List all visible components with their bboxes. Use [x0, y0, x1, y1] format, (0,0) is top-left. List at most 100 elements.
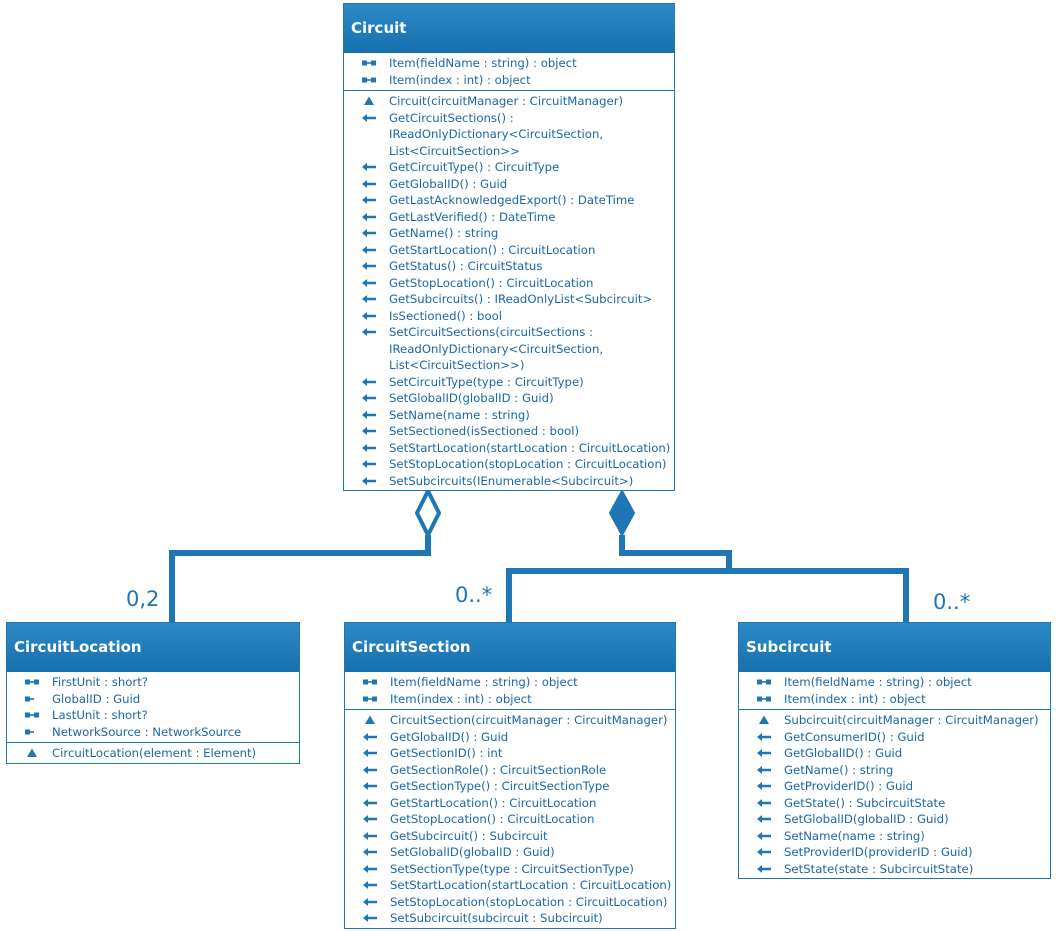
member-property: Item(index : int) : object [344, 72, 674, 89]
member-method: GetGlobalID() : Guid [345, 729, 675, 746]
member-text: SetName(name : string) [784, 828, 925, 843]
method-icon [361, 308, 381, 325]
member-continuation: IReadOnlyDictionary<CircuitSection, [344, 341, 674, 358]
member-continuation: List<CircuitSection>> [344, 143, 674, 160]
member-method: SetGlobalID(globalID : Guid) [739, 811, 1050, 828]
operations-section: Circuit(circuitManager : CircuitManager)… [344, 90, 674, 491]
member-method: SetProviderID(providerID : Guid) [739, 844, 1050, 861]
method-icon [362, 894, 382, 911]
property-icon [756, 674, 776, 691]
method-icon [361, 324, 381, 341]
member-constructor: Circuit(circuitManager : CircuitManager) [344, 93, 674, 110]
property-icon [756, 691, 776, 708]
member-text: SetState(state : SubcircuitState) [784, 861, 974, 876]
member-method: SetName(name : string) [344, 407, 674, 424]
method-icon [756, 778, 776, 795]
member-method: GetLastAcknowledgedExport() : DateTime [344, 192, 674, 209]
member-method: SetStopLocation(stopLocation : CircuitLo… [345, 894, 675, 911]
member-text: SetSubcircuits(IEnumerable<Subcircuit>) [389, 473, 634, 488]
member-text: GetSectionType() : CircuitSectionType [390, 779, 610, 793]
method-icon [361, 242, 381, 259]
method-icon [756, 745, 776, 762]
member-field: GlobalID : Guid [7, 691, 299, 708]
class-title: Circuit [344, 4, 674, 53]
member-method: SetCircuitSections(circuitSections : [344, 324, 674, 341]
member-text: GetStatus() : CircuitStatus [389, 259, 543, 273]
member-property: Item(index : int) : object [345, 691, 675, 708]
member-method: SetStartLocation(startLocation : Circuit… [345, 877, 675, 894]
member-method: SetStopLocation(stopLocation : CircuitLo… [344, 456, 674, 473]
member-text: GetStopLocation() : CircuitLocation [390, 812, 595, 826]
member-method: SetSectionType(type : CircuitSectionType… [345, 861, 675, 878]
field-icon [24, 724, 44, 741]
member-text: SetStopLocation(stopLocation : CircuitLo… [389, 457, 667, 471]
multiplicity-circuit-location: 0,2 [126, 587, 160, 611]
member-text: Item(fieldName : string) : object [389, 56, 577, 70]
member-text: SetStartLocation(startLocation : Circuit… [389, 440, 671, 455]
method-icon [361, 192, 381, 209]
method-icon [361, 473, 381, 490]
member-text: SetSectionType(type : CircuitSectionType… [390, 861, 634, 876]
member-text: SetGlobalID(globalID : Guid) [389, 391, 554, 405]
property-icon [24, 707, 44, 724]
member-method: GetStartLocation() : CircuitLocation [344, 242, 674, 259]
member-text: GetName() : string [784, 762, 894, 777]
member-constructor: CircuitSection(circuitManager : CircuitM… [345, 712, 675, 729]
member-text: GetStopLocation() : CircuitLocation [389, 275, 594, 290]
member-method: GetProviderID() : Guid [739, 778, 1050, 795]
multiplicity-circuit-section: 0..* [455, 583, 493, 607]
member-property: Item(fieldName : string) : object [345, 674, 675, 691]
member-property: Item(fieldName : string) : object [344, 55, 674, 72]
method-icon [362, 910, 382, 927]
member-method: SetGlobalID(globalID : Guid) [345, 844, 675, 861]
member-text: SetSubcircuit(subcircuit : Subcircuit) [390, 911, 603, 925]
member-text: SetCircuitSections(circuitSections : [389, 325, 593, 339]
member-text: IReadOnlyDictionary<CircuitSection, [389, 341, 604, 356]
method-icon [756, 811, 776, 828]
method-icon [362, 745, 382, 762]
member-text: Item(index : int) : object [390, 691, 532, 706]
member-method: GetLastVerified() : DateTime [344, 209, 674, 226]
member-method: GetStartLocation() : CircuitLocation [345, 795, 675, 812]
member-property: Item(fieldName : string) : object [739, 674, 1050, 691]
property-icon [361, 72, 381, 89]
method-icon [362, 861, 382, 878]
member-text: IReadOnlyDictionary<CircuitSection, [389, 127, 604, 141]
constructor-icon [362, 712, 382, 729]
member-text: GetStartLocation() : CircuitLocation [390, 795, 597, 810]
member-text: LastUnit : short? [52, 708, 148, 722]
property-icon [362, 691, 382, 708]
member-method: SetSectioned(isSectioned : bool) [344, 423, 674, 440]
member-method: GetStopLocation() : CircuitLocation [344, 275, 674, 292]
member-property: Item(index : int) : object [739, 691, 1050, 708]
member-text: SetGlobalID(globalID : Guid) [784, 812, 949, 826]
field-icon [24, 691, 44, 708]
member-text: FirstUnit : short? [52, 675, 148, 689]
member-text: List<CircuitSection>>) [389, 358, 525, 372]
member-method: SetSubcircuits(IEnumerable<Subcircuit>) [344, 473, 674, 490]
member-text: GetCircuitType() : CircuitType [389, 160, 560, 174]
class-title: CircuitLocation [7, 623, 299, 672]
member-text: Subcircuit(circuitManager : CircuitManag… [784, 713, 1039, 727]
member-method: GetGlobalID() : Guid [739, 745, 1050, 762]
member-text: Item(fieldName : string) : object [784, 675, 972, 689]
member-method: SetGlobalID(globalID : Guid) [344, 390, 674, 407]
constructor-icon [24, 745, 44, 762]
member-continuation: IReadOnlyDictionary<CircuitSection, [344, 126, 674, 143]
member-text: SetStopLocation(stopLocation : CircuitLo… [390, 894, 668, 909]
member-method: SetStartLocation(startLocation : Circuit… [344, 440, 674, 457]
constructor-icon [361, 93, 381, 110]
class-title: CircuitSection [345, 623, 675, 672]
aggregation-line [169, 535, 431, 622]
composition-branch-line [506, 568, 909, 622]
aggregation-diamond [414, 486, 442, 540]
member-text: CircuitSection(circuitManager : CircuitM… [390, 713, 668, 727]
method-icon [361, 110, 381, 127]
method-icon [361, 291, 381, 308]
member-text: GetSectionID() : int [390, 746, 503, 760]
member-text: Circuit(circuitManager : CircuitManager) [389, 94, 624, 108]
